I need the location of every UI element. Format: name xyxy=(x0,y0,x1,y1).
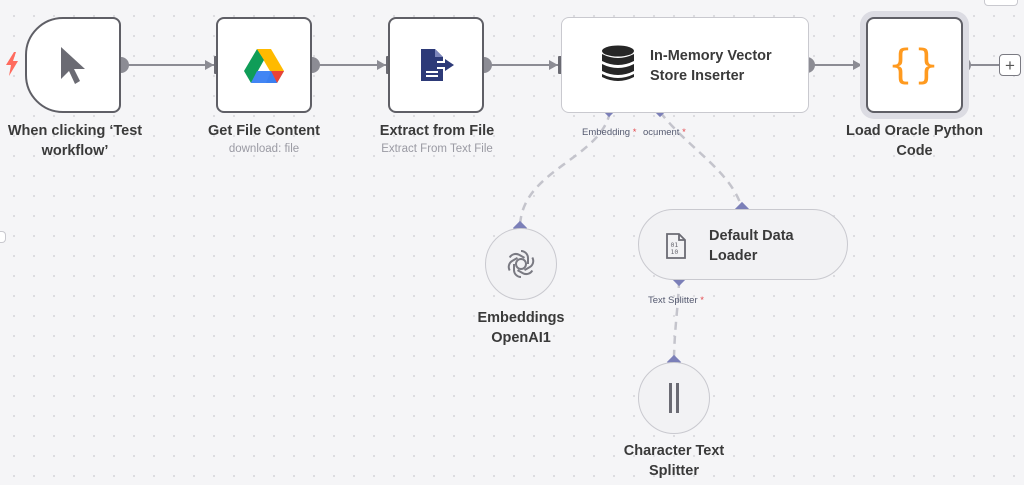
openai-icon xyxy=(486,229,555,298)
google-drive-icon xyxy=(218,19,310,111)
code-braces-icon: {} xyxy=(868,19,961,111)
node-title: In-Memory Vector Store Inserter xyxy=(650,46,772,86)
arrowhead xyxy=(549,60,558,70)
node-title: Get File Content xyxy=(208,123,320,139)
node-title: Character Text Splitter xyxy=(594,441,754,481)
node-load-oracle-python-code[interactable]: {} xyxy=(866,17,963,113)
node-default-data-loader[interactable]: 01 10 Default Data Loader xyxy=(638,209,848,280)
connection-document[interactable] xyxy=(659,111,744,209)
arrowhead xyxy=(205,60,214,70)
title-line: Code xyxy=(896,143,933,159)
node-title: Load Oracle Python Code xyxy=(836,121,993,161)
title-line: workflow’ xyxy=(41,143,109,159)
file-export-icon xyxy=(390,19,482,111)
braces-glyph: {} xyxy=(888,42,941,88)
required-marker: * xyxy=(682,127,686,138)
node-subtitle: Extract From Text File xyxy=(381,143,493,155)
left-panel-handle[interactable] xyxy=(0,231,6,243)
port-label-text: Embedding xyxy=(582,127,631,138)
node-title: Default Data Loader xyxy=(709,226,794,266)
node-manual-trigger[interactable] xyxy=(25,17,121,113)
title-line: When clicking ‘Test xyxy=(7,123,143,139)
node-get-file-content[interactable] xyxy=(216,17,312,113)
title-line: OpenAI1 xyxy=(491,330,551,346)
arrowhead xyxy=(853,60,862,70)
connection-text-splitter[interactable] xyxy=(672,279,681,363)
title-line: Store Inserter xyxy=(650,68,745,84)
add-node-button[interactable]: + xyxy=(999,54,1021,76)
title-line: Loader xyxy=(709,248,758,264)
node-extract-from-file[interactable] xyxy=(388,17,484,113)
connection-embedding[interactable] xyxy=(518,111,612,229)
node-subtitle: download: file xyxy=(228,143,300,155)
port-label-document: ocument * xyxy=(643,127,686,138)
text-splitter-icon xyxy=(639,363,708,432)
port-label-text-splitter: Text Splitter * xyxy=(648,295,704,306)
node-embeddings-openai[interactable] xyxy=(485,228,557,300)
lightning-bolt-icon xyxy=(6,52,18,76)
required-marker: * xyxy=(632,127,637,138)
title-line: Embeddings xyxy=(477,310,565,326)
binary-file-icon: 01 10 xyxy=(663,232,689,260)
node-in-memory-vector-store[interactable]: In-Memory Vector Store Inserter xyxy=(561,17,809,113)
arrowhead xyxy=(377,60,386,70)
title-line: Character Text xyxy=(623,443,725,459)
port-label-text: Text Splitter xyxy=(648,295,698,306)
title-line: Splitter xyxy=(649,463,699,479)
title-line: In-Memory Vector xyxy=(650,48,772,64)
required-marker: * xyxy=(700,295,704,306)
port-label-embedding: Embedding * xyxy=(582,127,636,138)
node-character-text-splitter[interactable] xyxy=(638,362,710,434)
database-icon xyxy=(598,44,638,84)
svg-text:10: 10 xyxy=(671,248,679,256)
port-label-text: ocument xyxy=(643,127,680,138)
top-panel-handle[interactable] xyxy=(984,0,1018,6)
node-title: Embeddings OpenAI1 xyxy=(451,308,591,348)
node-title: Extract from File xyxy=(379,123,495,139)
node-title: When clicking ‘Test workflow’ xyxy=(0,121,150,161)
svg-text:01: 01 xyxy=(671,241,679,249)
cursor-icon xyxy=(27,19,119,111)
title-line: Default Data xyxy=(709,228,794,244)
title-line: Load Oracle Python xyxy=(846,123,983,139)
